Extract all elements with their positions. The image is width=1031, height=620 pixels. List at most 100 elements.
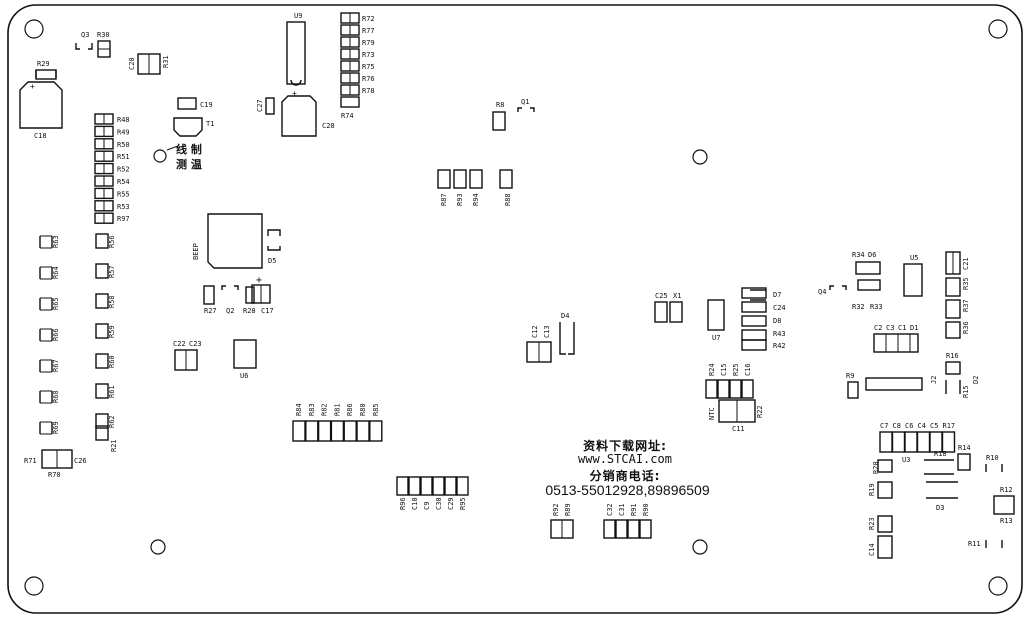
- label-res-v-0: R48: [117, 116, 130, 124]
- label-c2-1: C3: [886, 324, 894, 332]
- label-r33: R33: [870, 303, 883, 311]
- thermo-hole: [153, 149, 167, 163]
- label-bot2-0: C32: [606, 503, 614, 516]
- col2-3: [95, 323, 109, 339]
- label-r14: R14: [958, 444, 971, 452]
- label-col1-2: R65: [52, 297, 60, 310]
- label-bot1-2: C9: [423, 502, 431, 510]
- label-r31: R31: [162, 55, 170, 68]
- label-beep: BEEP: [192, 243, 200, 260]
- mid-2: [469, 169, 483, 189]
- label-res-v-2: R50: [117, 141, 130, 149]
- label-c2-2: C1: [898, 324, 906, 332]
- thermo-lead: [166, 145, 179, 151]
- label-bot1-3: C30: [435, 497, 443, 510]
- q4-outline: [829, 285, 847, 290]
- r19-pad: [877, 481, 893, 499]
- label-r13: R13: [1000, 517, 1013, 525]
- col2-5: [95, 383, 109, 399]
- r20-pad: [877, 459, 893, 473]
- r12-r13: [993, 495, 1015, 515]
- r27: [203, 285, 215, 305]
- label-r35: R35: [962, 277, 970, 290]
- r88-pad: [499, 169, 513, 189]
- label-d3: D3: [936, 504, 944, 512]
- q3-outline: [75, 43, 93, 50]
- label-row84-2: R82: [321, 403, 329, 416]
- board-outline: [7, 4, 1023, 614]
- label-d4: D4: [561, 312, 569, 320]
- label-bot2-2: R91: [630, 503, 638, 516]
- d7: [741, 287, 767, 299]
- c17-plus: +: [256, 275, 262, 286]
- label-r92: R92: [552, 503, 560, 516]
- q1-outline: [517, 107, 535, 112]
- mid-0: [437, 169, 451, 189]
- r42: [741, 339, 767, 351]
- label-r71: R71: [24, 457, 37, 465]
- d8: [741, 315, 767, 327]
- label-d2: D2: [972, 376, 980, 384]
- via-hole-0: [692, 149, 708, 165]
- label-ntc-row-1: C15: [720, 363, 728, 376]
- x1: [669, 301, 683, 323]
- label-c24: C24: [773, 304, 786, 312]
- label-q3: Q3: [81, 31, 89, 39]
- label-col2-4: R60: [108, 355, 116, 368]
- bot2-3: [639, 519, 652, 539]
- label-row84-5: R80: [359, 403, 367, 416]
- r28: [245, 286, 255, 304]
- j2-body: [865, 377, 923, 391]
- c7-4: [929, 431, 943, 453]
- label-col1-1: R64: [52, 266, 60, 279]
- label-r23: R23: [868, 517, 876, 530]
- label-c7-5: R17: [943, 422, 956, 430]
- label-res-v-5: R54: [117, 178, 130, 186]
- c18-plus: +: [30, 82, 35, 91]
- label-q2: Q2: [226, 307, 234, 315]
- r9-pad: [847, 381, 859, 399]
- q2-outline: [221, 285, 239, 290]
- label-res-v-1: R49: [117, 128, 130, 136]
- label-c7-0: C7: [880, 422, 888, 430]
- label-hanzi-2: 测 温: [176, 158, 202, 171]
- label-c25: C25: [655, 292, 668, 300]
- r16-pad: [945, 361, 961, 375]
- footer-title: 资料下载网址:: [583, 439, 667, 453]
- label-r74: R74: [341, 112, 354, 120]
- label-col2-5: R61: [108, 385, 116, 398]
- u9-body: [286, 21, 306, 85]
- label-r32: R32: [852, 303, 865, 311]
- label-c13: C13: [543, 325, 551, 338]
- u5-body: [903, 263, 923, 297]
- c7-1: [891, 431, 906, 453]
- label-col1-6: R69: [52, 421, 60, 434]
- col2-4: [95, 353, 109, 369]
- c27: [265, 97, 275, 115]
- d5-outline: [267, 229, 281, 251]
- label-row84-4: R86: [346, 403, 354, 416]
- col1-0: [39, 236, 53, 248]
- label-col2-6: R62: [108, 415, 116, 428]
- label-col2-1: R57: [108, 265, 116, 278]
- label-c20: C20: [128, 57, 136, 70]
- c7-2: [904, 431, 918, 453]
- bot1-5: [456, 476, 469, 496]
- c19: [177, 97, 197, 110]
- label-u9-res-5: R76: [362, 75, 375, 83]
- r29-pads: [35, 70, 57, 78]
- r18-outline: [924, 459, 954, 475]
- d3-outline: [926, 481, 958, 499]
- label-r70: R70: [48, 471, 61, 479]
- u7-body: [707, 299, 725, 331]
- bot1-2: [420, 476, 433, 496]
- label-r19: R19: [868, 483, 876, 496]
- mounting-hole-0: [24, 19, 44, 39]
- label-r11: R11: [968, 540, 981, 548]
- label-u9-res-4: R75: [362, 63, 375, 71]
- bot1-0: [396, 476, 409, 496]
- r21-pad: [95, 425, 109, 441]
- r37-pad: [945, 299, 961, 319]
- d7-outline: [750, 289, 766, 301]
